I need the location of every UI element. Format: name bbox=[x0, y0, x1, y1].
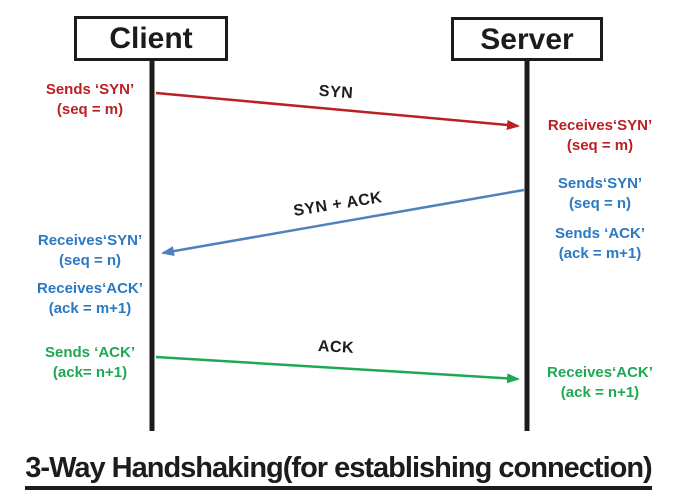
note-line: (seq = n) bbox=[568, 195, 632, 212]
diagram-title-bar: 3-Way Handshaking(for establishing conne… bbox=[0, 452, 677, 490]
note-line: (seq = m) bbox=[56, 101, 124, 118]
syn-ack-arrow-label: SYN + ACK bbox=[292, 189, 384, 220]
server-note-receives-syn: Receives‘SYN’ (seq = m) bbox=[533, 116, 667, 156]
server-note-receives-ack: Receives‘ACK’ (ack = n+1) bbox=[533, 363, 667, 403]
client-box: Client bbox=[74, 16, 228, 61]
note-line: Sends‘SYN’ bbox=[557, 175, 643, 192]
ack-arrow-label: ACK bbox=[317, 338, 355, 357]
note-line: (seq = n) bbox=[58, 252, 122, 269]
note-line: Receives‘SYN’ bbox=[547, 117, 653, 134]
client-note-receives-ack: Receives‘ACK’ (ack = m+1) bbox=[23, 279, 157, 319]
note-line: Sends ‘SYN’ bbox=[45, 81, 135, 98]
note-line: (ack = m+1) bbox=[558, 245, 642, 262]
server-note-sends-syn: Sends‘SYN’ (seq = n) bbox=[533, 174, 667, 214]
note-line: Receives‘ACK’ bbox=[547, 364, 653, 381]
note-line: (ack = m+1) bbox=[48, 300, 132, 317]
note-line: Receives‘SYN’ bbox=[37, 232, 143, 249]
diagram-title: 3-Way Handshaking(for establishing conne… bbox=[25, 452, 653, 490]
client-note-sends-ack: Sends ‘ACK’ (ack= n+1) bbox=[23, 343, 157, 383]
note-line: Receives‘ACK’ bbox=[37, 280, 143, 297]
note-line: Sends ‘ACK’ bbox=[554, 225, 645, 242]
note-line: (ack= n+1) bbox=[52, 364, 128, 381]
server-box-label: Server bbox=[480, 23, 574, 56]
client-note-sends-syn: Sends ‘SYN’ (seq = m) bbox=[23, 80, 157, 120]
client-note-receives-syn: Receives‘SYN’ (seq = n) bbox=[23, 231, 157, 271]
note-line: (ack = n+1) bbox=[560, 384, 640, 401]
client-box-label: Client bbox=[109, 22, 193, 55]
ack-arrow bbox=[155, 355, 520, 384]
note-line: (seq = m) bbox=[566, 137, 634, 154]
syn-arrow-label: SYN bbox=[318, 82, 354, 103]
note-line: Sends ‘ACK’ bbox=[44, 344, 135, 361]
server-box: Server bbox=[451, 17, 603, 61]
server-note-sends-ack: Sends ‘ACK’ (ack = m+1) bbox=[533, 224, 667, 264]
